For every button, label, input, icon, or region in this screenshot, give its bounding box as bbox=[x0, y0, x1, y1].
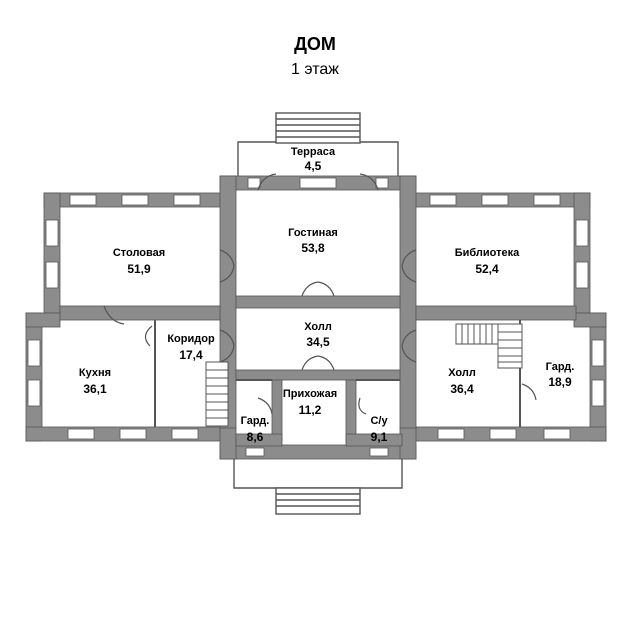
wall-dining-kitchen bbox=[59, 305, 221, 321]
window bbox=[369, 447, 389, 457]
wall-ward-bottom bbox=[235, 433, 283, 447]
room-labels: Терраса 4,5 Гостиная 53,8 Столовая 51,9 … bbox=[79, 146, 574, 444]
windows bbox=[27, 177, 605, 457]
room-corridor-area: 17,4 bbox=[179, 348, 203, 362]
wall-hall-entry bbox=[235, 369, 401, 381]
wall-kitchen-left bbox=[25, 312, 43, 442]
wall-ward-entry bbox=[271, 379, 283, 443]
window bbox=[27, 379, 41, 407]
room-kitchen-area: 36,1 bbox=[83, 382, 107, 396]
wall-kitchen-top-left bbox=[25, 312, 61, 328]
window bbox=[533, 194, 561, 206]
window bbox=[27, 339, 41, 367]
room-ward-right-name: Гард. bbox=[546, 361, 575, 373]
wall-right-hall-right bbox=[589, 312, 607, 442]
doors bbox=[103, 173, 537, 415]
window bbox=[543, 428, 571, 440]
window bbox=[173, 194, 201, 206]
window bbox=[375, 177, 389, 189]
room-dining-name: Столовая bbox=[113, 247, 165, 259]
wall-bath-bottom bbox=[345, 433, 403, 447]
room-living-name: Гостиная bbox=[288, 227, 338, 239]
window bbox=[245, 447, 265, 457]
room-bath-area: 9,1 bbox=[371, 430, 388, 444]
window bbox=[69, 194, 97, 206]
room-ward-left-name: Гард. bbox=[241, 415, 270, 427]
window bbox=[575, 261, 589, 289]
window bbox=[591, 379, 605, 407]
window bbox=[481, 194, 509, 206]
room-kitchen-name: Кухня bbox=[79, 367, 111, 379]
stair-right-side bbox=[497, 323, 523, 369]
entry-porch bbox=[233, 459, 403, 515]
window bbox=[45, 219, 59, 247]
room-entry-area: 11,2 bbox=[299, 403, 322, 417]
page-title: ДОМ bbox=[294, 34, 336, 54]
wall-right-top-right bbox=[573, 312, 607, 328]
window bbox=[489, 428, 517, 440]
room-dining-area: 51,9 bbox=[127, 262, 151, 276]
wall-bath-entry bbox=[345, 379, 357, 443]
room-ward-right-area: 18,9 bbox=[548, 375, 572, 389]
window bbox=[591, 339, 605, 367]
window bbox=[575, 219, 589, 247]
wall-dining-left bbox=[43, 192, 61, 314]
window bbox=[45, 261, 59, 289]
stairs bbox=[205, 323, 523, 427]
entry-stairs bbox=[275, 487, 361, 515]
room-bath-name: С/у bbox=[370, 415, 388, 427]
window bbox=[67, 428, 95, 440]
room-terrace-area: 4,5 bbox=[305, 159, 322, 173]
wall-library-hall bbox=[415, 305, 577, 321]
room-terrace-name: Терраса bbox=[291, 146, 336, 158]
wall-library-right bbox=[573, 192, 591, 314]
terrace-stairs bbox=[275, 112, 361, 144]
wall-living-hall bbox=[235, 295, 401, 309]
window bbox=[119, 428, 147, 440]
window bbox=[121, 194, 149, 206]
room-hall-mid-area: 34,5 bbox=[306, 335, 330, 349]
room-library-name: Библиотека bbox=[455, 247, 520, 259]
room-hall-right-area: 36,4 bbox=[450, 382, 474, 396]
window bbox=[247, 177, 261, 189]
room-hall-mid-name: Холл bbox=[304, 321, 332, 333]
page-subtitle: 1 этаж bbox=[291, 61, 339, 78]
wall-entry-left-stub bbox=[219, 426, 237, 460]
room-corridor-name: Коридор bbox=[167, 333, 215, 345]
wall-living-right bbox=[399, 175, 417, 429]
room-entry-name: Прихожая bbox=[283, 388, 337, 400]
window bbox=[429, 194, 457, 206]
terrace-outline bbox=[237, 112, 399, 176]
room-living-area: 53,8 bbox=[301, 241, 325, 255]
window bbox=[299, 177, 337, 189]
room-hall-right-name: Холл bbox=[448, 367, 476, 379]
window bbox=[437, 428, 465, 440]
room-library-area: 52,4 bbox=[475, 262, 499, 276]
room-ward-left-area: 8,6 bbox=[247, 430, 264, 444]
window bbox=[171, 428, 199, 440]
